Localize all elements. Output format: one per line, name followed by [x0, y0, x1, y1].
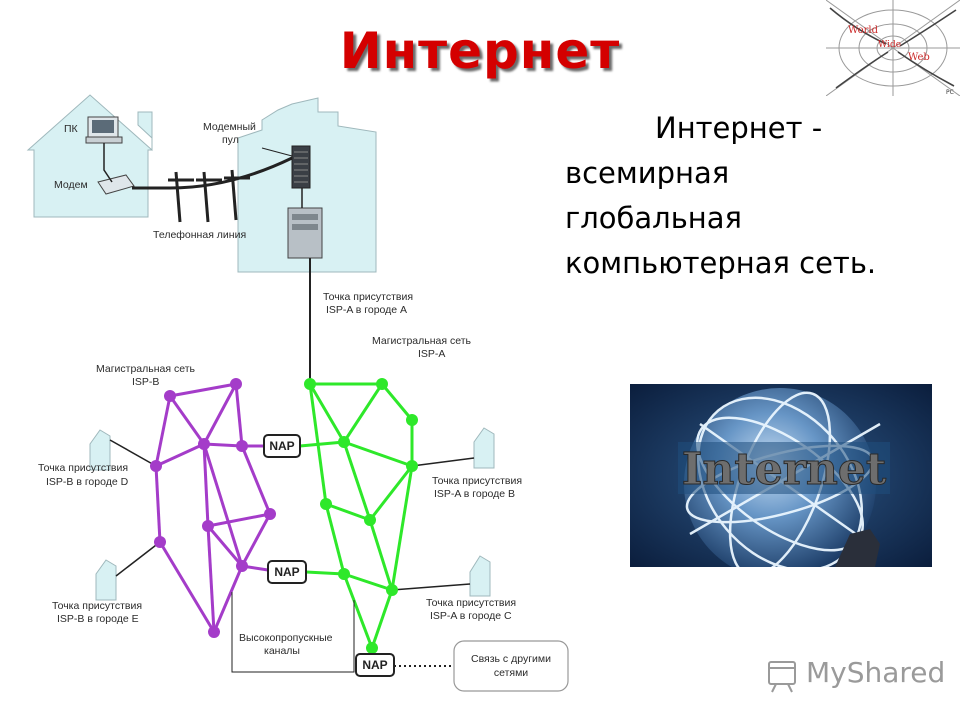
modem-icon [97, 174, 135, 195]
label-backbone-a-1: Магистральная сеть [372, 335, 472, 347]
label-backbone-b-1: Магистральная сеть [96, 363, 196, 375]
pop-b-city-d-icon [89, 429, 111, 471]
label-pop-b-city-d-1: Точка присутствия [38, 462, 128, 474]
definition-line-3: глобальная [565, 201, 742, 235]
definition-line-1: Интернет - [655, 111, 823, 145]
phone-line-poles [168, 169, 250, 223]
myshared-logo-icon [768, 661, 796, 693]
pop-a-city-b-icon [473, 427, 495, 469]
svg-text:NAP: NAP [274, 565, 299, 579]
definition-text: Интернет - всемирная глобальная компьюте… [565, 106, 945, 286]
label-other-nets-2: сетями [494, 667, 528, 679]
isp-a-backbone-nodes [304, 378, 418, 654]
label-modem-pool-2: пул [222, 134, 239, 146]
globe-caption: Internet [682, 444, 887, 495]
label-pop-a-city-c-2: ISP-A в городе C [430, 610, 512, 622]
label-pop-a-city-b-1: Точка присутствия [432, 475, 522, 487]
other-networks-box [453, 640, 569, 692]
definition-line-2: всемирная [565, 156, 730, 190]
page-title: Интернет [339, 22, 621, 80]
isp-b-backbone-links [154, 382, 272, 633]
pop-b-city-e-icon [95, 559, 117, 601]
modem-pool-rack-icon [291, 145, 311, 189]
label-pop-b-city-d-2: ISP-B в городе D [46, 476, 129, 488]
pc-icon [85, 116, 123, 144]
phone-line-cable [132, 156, 293, 190]
label-pop-a-city-a-1: Точка присутствия [323, 291, 413, 303]
www-word-world: World [848, 25, 879, 36]
www-word-wide: Wide [878, 40, 901, 50]
home-house-shape [26, 94, 153, 218]
high-throughput-bracket [231, 592, 355, 673]
www-web-logo: World Wide Web PC [826, 0, 960, 96]
pop-a-city-c-icon [469, 555, 491, 597]
internet-globe-photo: Internet [630, 384, 932, 567]
www-word-web: Web [908, 52, 930, 63]
isp-a-backbone-links [299, 382, 414, 649]
nap-box-top: NAP [263, 434, 301, 458]
label-pop-a-city-b-2: ISP-A в городе B [434, 488, 515, 500]
nap-box-middle: NAP [267, 560, 307, 584]
server-icon [287, 207, 323, 259]
label-backbone-b-2: ISP-B [132, 376, 159, 388]
myshared-watermark: MyShared [806, 656, 946, 689]
label-pc: ПК [64, 123, 79, 135]
label-backbone-a-2: ISP-A [418, 348, 445, 360]
label-pop-b-city-e-1: Точка присутствия [52, 600, 142, 612]
label-other-nets-1: Связь с другими [471, 653, 551, 665]
svg-text:NAP: NAP [269, 439, 294, 453]
label-hs-channels-2: каналы [264, 645, 300, 657]
nap-box-bottom: NAP [355, 653, 395, 677]
definition-line-4: компьютерная сеть. [565, 246, 877, 280]
label-phone-line: Телефонная линия [153, 229, 246, 241]
label-modem: Модем [54, 179, 88, 191]
label-hs-channels-1: Высокопропускные [239, 632, 333, 644]
isp-b-backbone-nodes [150, 378, 276, 638]
label-pop-a-city-c-1: Точка присутствия [426, 597, 516, 609]
label-modem-pool-1: Модемный [203, 121, 256, 133]
svg-text:NAP: NAP [362, 658, 387, 672]
www-tag: PC [946, 89, 954, 96]
label-pop-a-city-a-2: ISP-A в городе А [326, 304, 407, 316]
label-pop-b-city-e-2: ISP-B в городе E [57, 613, 139, 625]
